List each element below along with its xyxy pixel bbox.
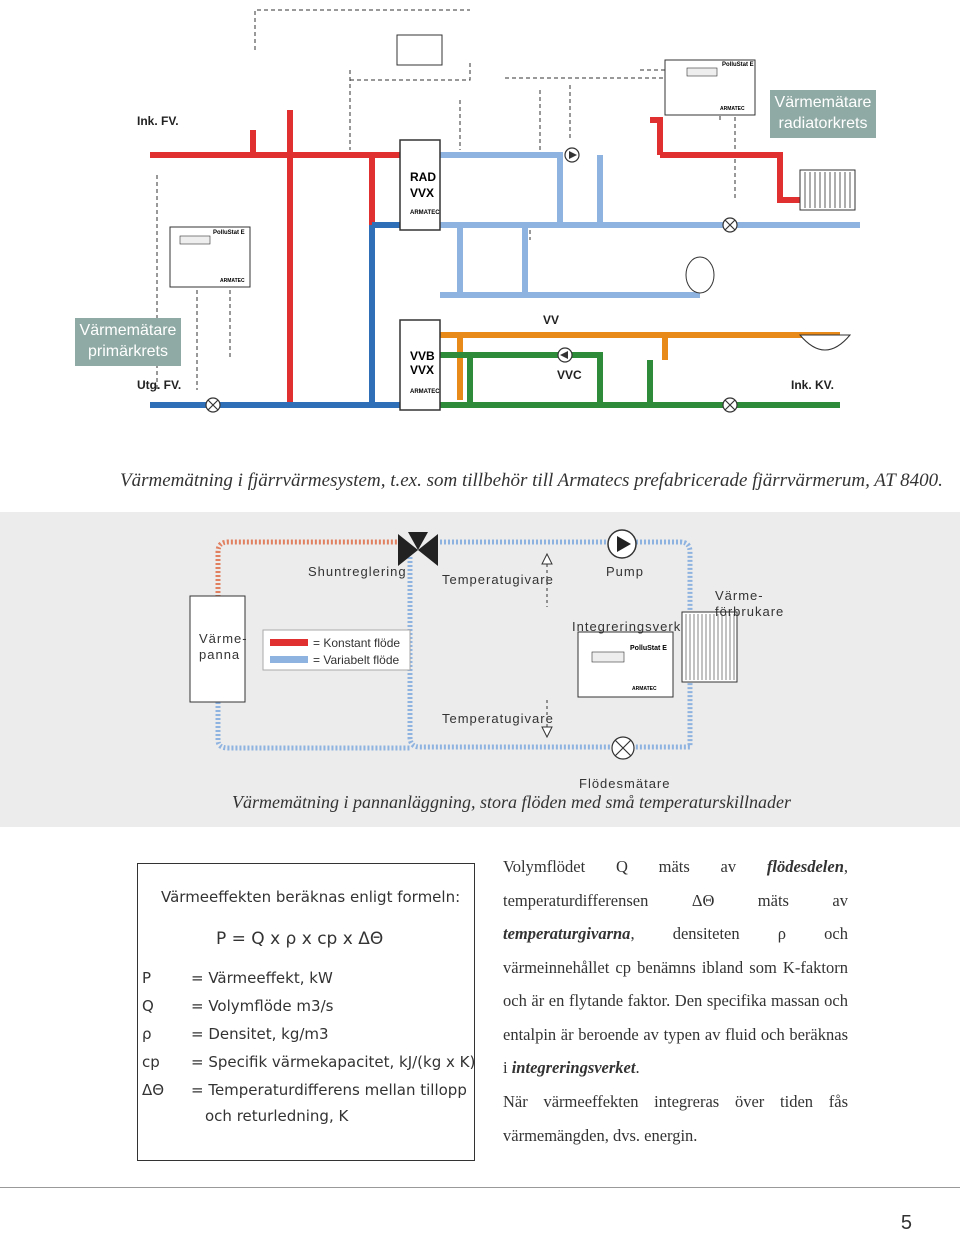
sink-icon [798, 334, 852, 351]
def-symbol: cp [142, 1053, 160, 1071]
caption-diagram-2: Värmemätning i pannanläggning, stora flö… [232, 792, 791, 812]
expansion-tank-icon [685, 256, 715, 294]
label-utg-fv: Utg. FV. [137, 378, 182, 392]
formula-equation: P = Q x ρ x cp x ΔΘ [216, 929, 384, 949]
svg-text:PolluStat E: PolluStat E [213, 230, 245, 236]
svg-text:ARMATEC: ARMATEC [220, 278, 245, 284]
svg-text:RAD: RAD [410, 170, 436, 184]
def-description: och returledning, K [205, 1107, 349, 1125]
boiler-diagram-section: PolluStat E ARMATEC Shuntreglering Tempe… [0, 512, 960, 827]
svg-text:VVX: VVX [410, 363, 434, 377]
svg-text:ARMATEC: ARMATEC [410, 210, 440, 216]
legend-variable-flow: = Variabelt flöde [313, 653, 400, 667]
label-flodesmatare: Flödesmätare [579, 776, 671, 791]
def-symbol: P [142, 969, 152, 987]
heat-meter-primary: PolluStat E ARMATEC [169, 226, 251, 288]
label-vv: VV [543, 313, 560, 327]
formula-box: Värmeeffekten beräknas enligt formeln: P… [137, 863, 475, 1161]
label-vvc: VVC [557, 368, 582, 382]
svg-text:ARMATEC: ARMATEC [410, 389, 440, 395]
radiator-icon [799, 169, 856, 211]
vvb-vvx-exchanger [399, 319, 441, 411]
paragraph-2: När värmeeffekten integreras över tiden … [503, 1092, 848, 1145]
caption-diagram-1: Värmemätning i fjärrvärmesystem, t.ex. s… [120, 470, 943, 491]
label-varmepanna: Värme- panna [199, 631, 248, 662]
def-symbol: ΔΘ [142, 1081, 165, 1099]
def-symbol: Q [142, 997, 154, 1015]
footer-divider [0, 1187, 960, 1188]
svg-text:VVB: VVB [410, 349, 435, 363]
temperature-sensor-bottom-icon [541, 726, 553, 739]
legend-constant-flow: = Konstant flöde [313, 636, 401, 650]
temperature-sensor-top-icon [541, 552, 553, 565]
heat-meter-top: PolluStat E ARMATEC [664, 59, 756, 116]
formula-intro: Värmeeffekten beräknas enligt formeln: [161, 888, 461, 906]
label-integreringsverk: Integreringsverk [572, 619, 682, 634]
svg-text:ARMATEC: ARMATEC [720, 106, 745, 112]
def-description: = Värmeeffekt, kW [191, 969, 333, 987]
label-temperaturgivare-bottom: Temperatugivare [442, 711, 554, 726]
def-description: = Volymflöde m3/s [191, 997, 334, 1015]
page-number: 5 [900, 1212, 912, 1234]
svg-text:PolluStat E: PolluStat E [630, 645, 667, 652]
box-radiator-meter: Värmemätare radiatorkrets [770, 90, 876, 138]
label-pump: Pump [606, 564, 644, 579]
label-ink-fv: Ink. FV. [137, 114, 179, 128]
svg-text:ARMATEC: ARMATEC [632, 686, 657, 692]
boiler-diagram: PolluStat E ARMATEC [189, 529, 738, 760]
label-temperaturgivare-top: Temperatugivare [442, 572, 554, 587]
def-description: = Specifik värmekapacitet, kJ/(kg x K) [191, 1053, 476, 1071]
box-primary-meter: Värmemätare primärkrets [75, 318, 181, 366]
paragraph-1: Volymflödet Q mäts av flödesdelen, tempe… [503, 857, 848, 1077]
def-description: = Densitet, kg/m3 [191, 1025, 329, 1043]
svg-text:PolluStat E: PolluStat E [722, 62, 754, 68]
label-ink-kv: Ink. KV. [791, 378, 834, 392]
def-symbol: ρ [142, 1025, 152, 1043]
controller-top [396, 34, 443, 66]
district-heating-diagram: PolluStat E ARMATEC PolluStat E ARMATEC … [150, 9, 860, 413]
svg-text:VVX: VVX [410, 186, 434, 200]
label-shuntreglering: Shuntreglering [308, 564, 407, 579]
label-varmeforbrukare: Värme- förbrukare [715, 588, 785, 619]
def-description: = Temperaturdifferens mellan tillopp [191, 1081, 467, 1099]
rad-vvx-exchanger [399, 139, 441, 231]
